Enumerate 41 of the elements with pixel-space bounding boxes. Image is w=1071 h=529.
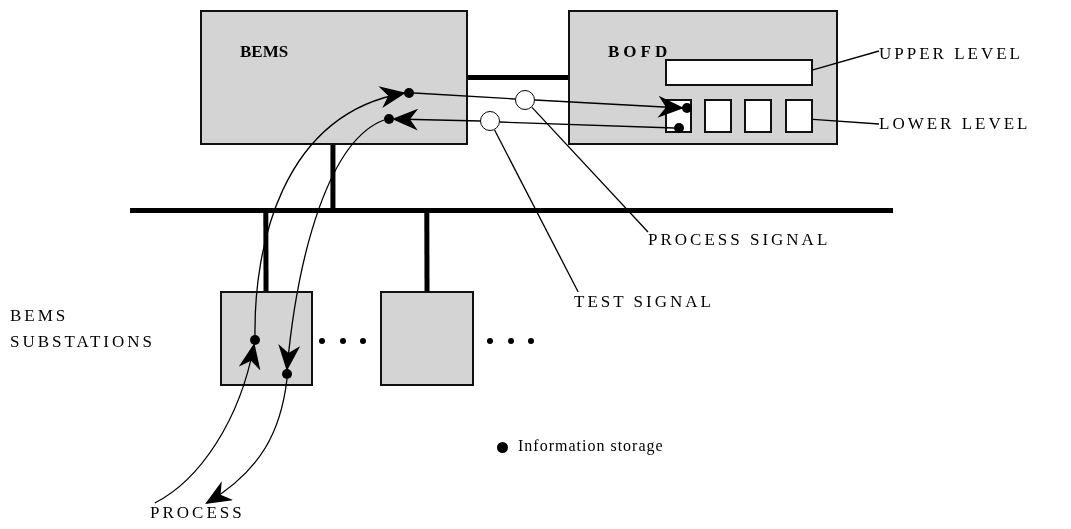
storage-dot bbox=[384, 114, 394, 124]
display-window bbox=[665, 59, 813, 86]
group-label: BEMS SUBSTATIONS bbox=[10, 305, 156, 353]
storage-dot bbox=[404, 88, 414, 98]
signal-circle bbox=[480, 111, 500, 131]
callout-label: PROCESS SIGNAL bbox=[648, 230, 831, 250]
legend-label: Information storage bbox=[518, 436, 664, 456]
signal-circle bbox=[515, 90, 535, 110]
bus-connection bbox=[468, 75, 568, 80]
signal-arrow bbox=[154, 343, 260, 504]
bus-connection bbox=[263, 213, 269, 291]
display-key bbox=[704, 99, 732, 133]
signal-arrow bbox=[278, 119, 385, 371]
leader-line bbox=[812, 118, 880, 125]
display-key bbox=[744, 99, 772, 133]
signal-line bbox=[413, 92, 516, 100]
substation-box bbox=[220, 291, 313, 386]
callout-label: PROCESS bbox=[150, 503, 245, 523]
storage-dot bbox=[282, 369, 292, 379]
storage-dot bbox=[682, 103, 692, 113]
equipment-panel bbox=[200, 10, 468, 145]
signal-arrow bbox=[205, 378, 288, 505]
storage-dot bbox=[674, 123, 684, 133]
signal-arrow bbox=[254, 88, 406, 336]
storage-dot bbox=[250, 335, 260, 345]
panel-title: BEMS bbox=[240, 42, 289, 62]
leader-line bbox=[812, 50, 880, 71]
callout-label: UPPER LEVEL bbox=[879, 44, 1023, 64]
equipment-panel bbox=[568, 10, 838, 145]
bus-connection bbox=[330, 145, 336, 208]
leader-line bbox=[493, 129, 579, 293]
signal-arrow bbox=[534, 95, 684, 118]
leader-line bbox=[531, 106, 649, 233]
callout-label: TEST SIGNAL bbox=[574, 292, 714, 312]
substation-box bbox=[380, 291, 474, 386]
callout-label: LOWER LEVEL bbox=[879, 114, 1031, 134]
display-key bbox=[785, 99, 813, 133]
panel-title: BOFD bbox=[608, 42, 672, 62]
bus-connection bbox=[424, 213, 430, 291]
signal-arrow bbox=[392, 108, 481, 131]
signal-line bbox=[499, 121, 675, 129]
